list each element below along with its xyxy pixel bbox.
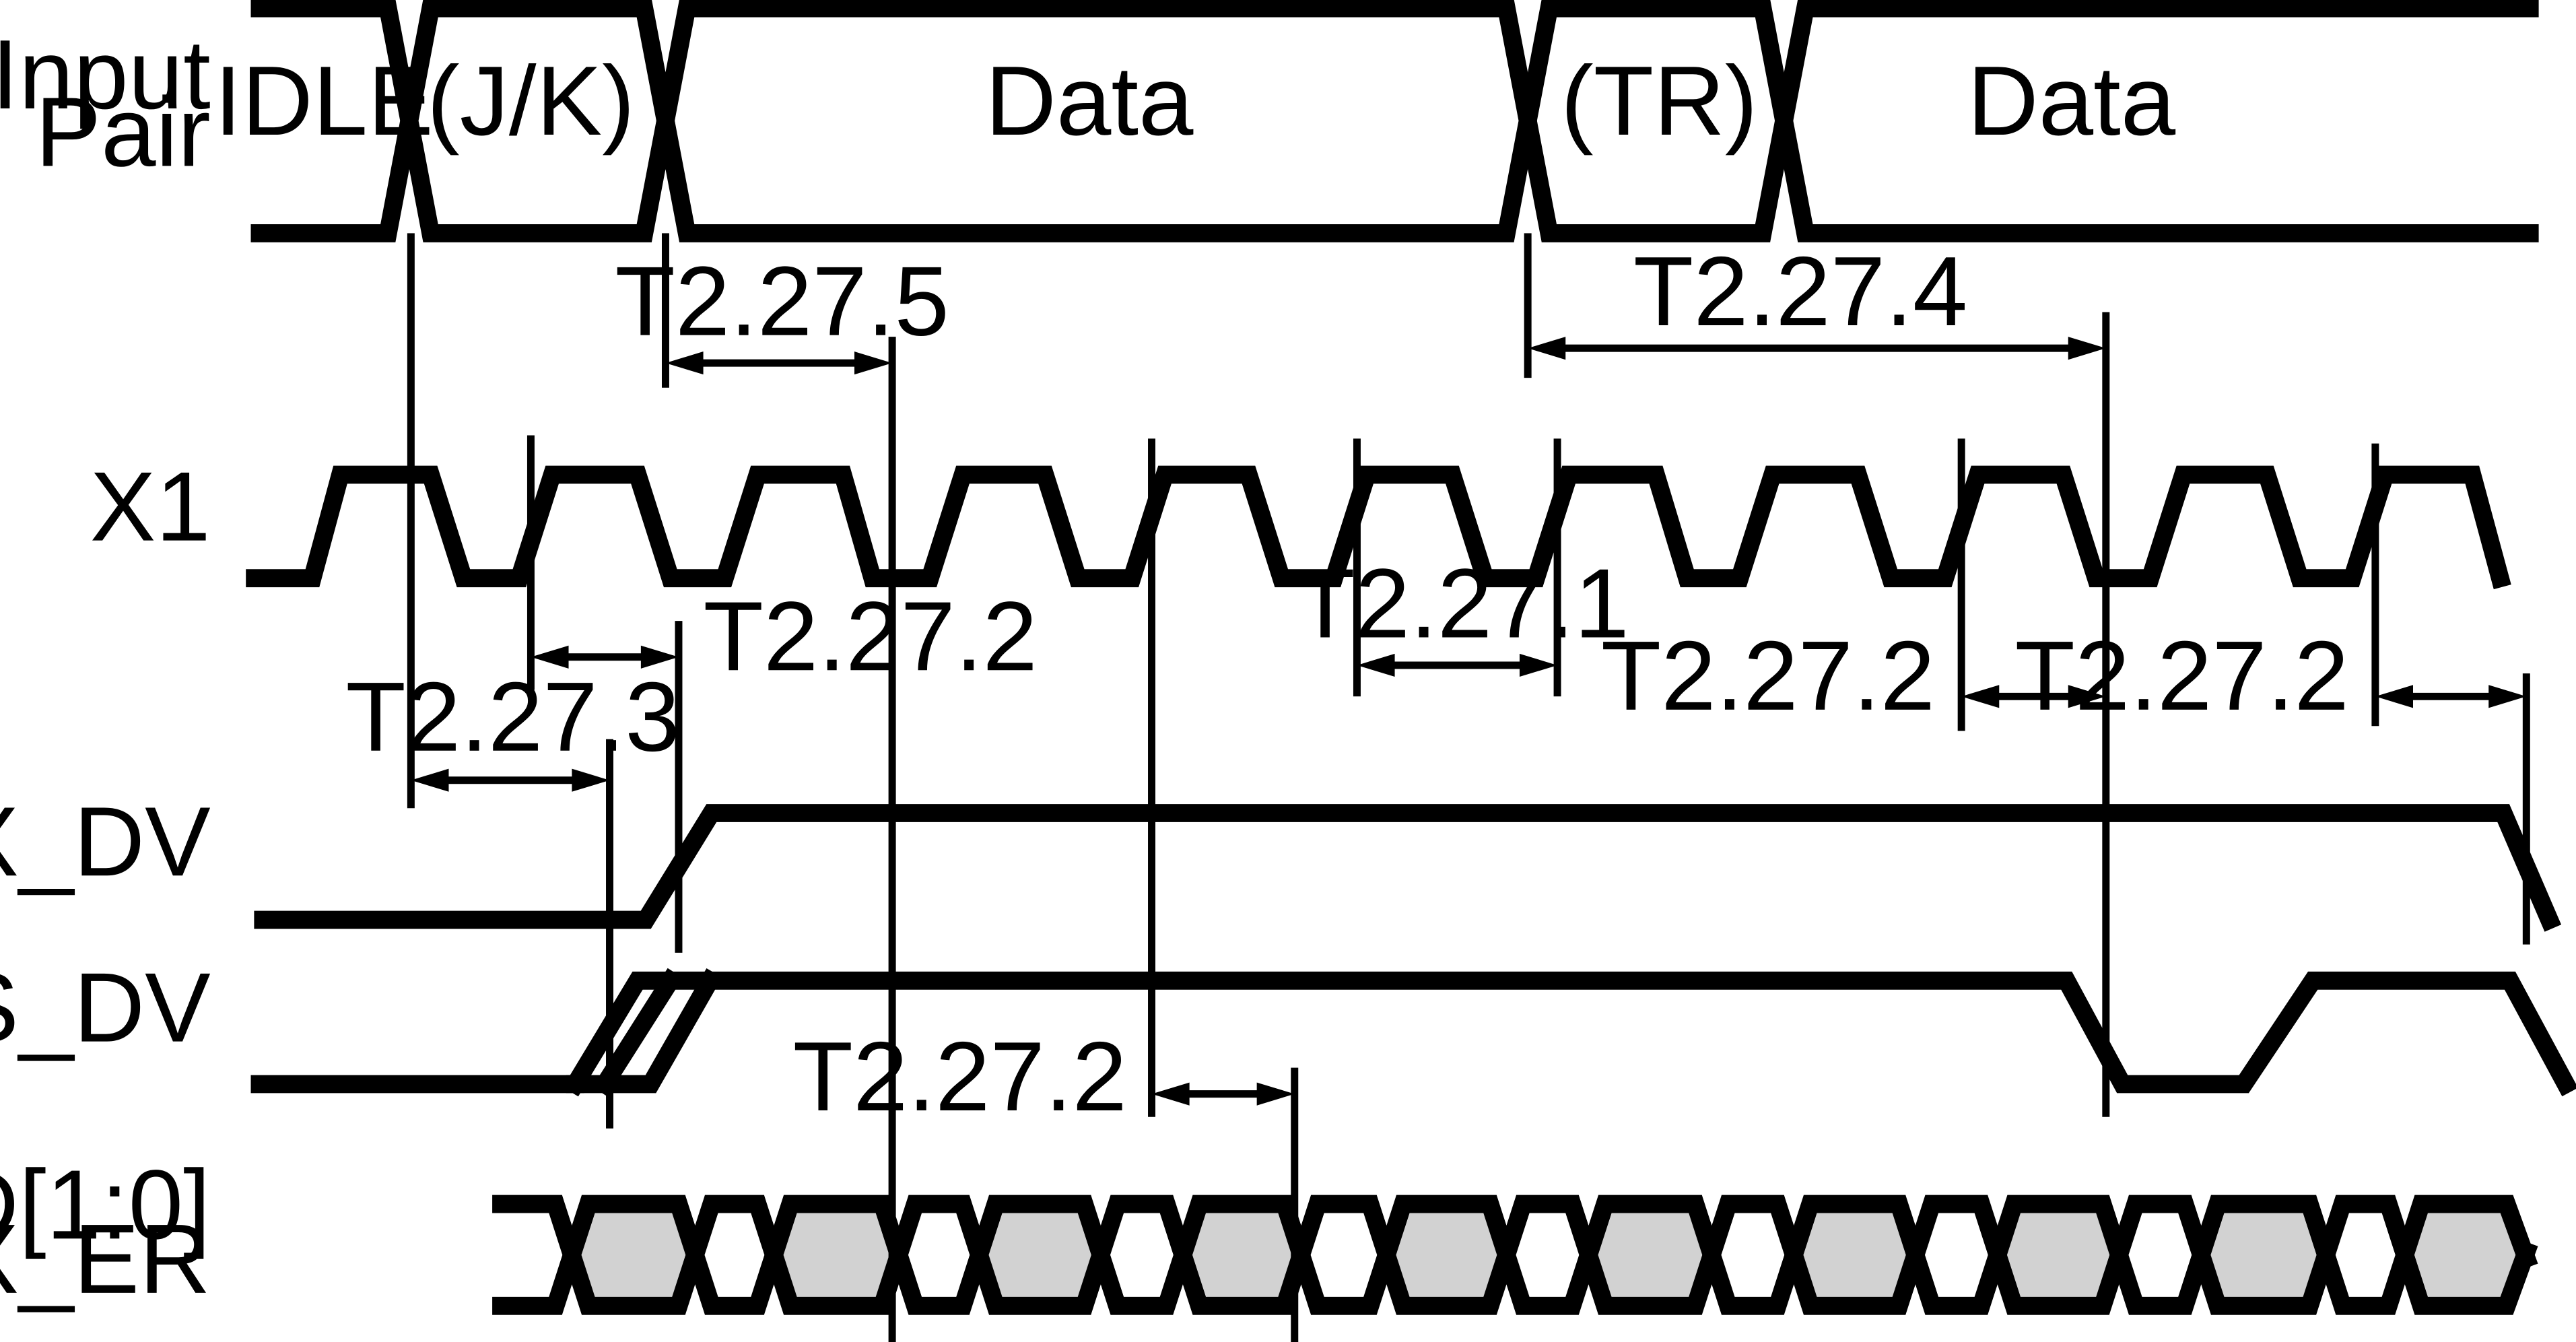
phase-jk: (J/K): [427, 46, 635, 156]
timing-label-t2-27-4: T2.27.4: [1633, 237, 1967, 347]
signal-labels: PMD Input Pair X1 RX_DV CRS_DV RXD[1:0] …: [0, 20, 211, 1314]
rxd-shaded-cells: [572, 1204, 2523, 1306]
timing-label-t2-27-3: T2.27.3: [345, 663, 679, 772]
timing-label-t2-27-5: T2.27.5: [615, 247, 949, 357]
arrow-t2-27-2-d: [1151, 1082, 1295, 1106]
label-x1: X1: [90, 452, 211, 562]
label-pmd-input: PMD Input: [0, 20, 211, 130]
arrow-t2-27-3: [411, 768, 610, 792]
pmd-input-bus: [250, 0, 2539, 242]
arrow-t2-27-2-c: [2375, 685, 2527, 708]
timing-label-t2-27-2-d: T2.27.2: [793, 1022, 1127, 1132]
timing-label-t2-27-2-a: T2.27.2: [704, 582, 1038, 692]
rxd-bus: [492, 1195, 2538, 1315]
label-rxd: RXD[1:0]: [0, 1150, 211, 1260]
label-rx-dv: RX_DV: [0, 787, 211, 897]
phase-tr: (TR): [1561, 46, 1758, 156]
arrow-t2-27-2-a: [531, 645, 679, 669]
timing-label-t2-27-1: T2.27.1: [1295, 549, 1629, 659]
phase-data-1: Data: [985, 46, 1194, 156]
phase-idle: IDLE: [214, 46, 433, 156]
label-crs-dv: CRS_DV: [0, 953, 211, 1063]
phase-data-2: Data: [1967, 46, 2176, 156]
arrow-t2-27-4: [1528, 337, 2106, 360]
x1-clock-waveform: [246, 465, 2511, 590]
label-pmd-pair: Pair: [35, 77, 210, 187]
pmd-phase-labels: IDLE (J/K) Data (TR) Data: [214, 46, 2175, 156]
reference-lines: [407, 233, 2530, 1342]
crs-dv-waveform: [250, 968, 2576, 1097]
arrow-t2-27-2-b: [1961, 685, 2106, 708]
timing-label-t2-27-2-b: T2.27.2: [1601, 622, 1935, 731]
timing-arrows: [411, 337, 2527, 1106]
arrow-t2-27-1: [1357, 653, 1558, 677]
arrow-t2-27-5: [665, 351, 893, 375]
timing-labels: T2.27.5 T2.27.4 T2.27.2 T2.27.1 T2.27.2 …: [345, 237, 2348, 1132]
rx-dv-waveform: [254, 804, 2562, 932]
timing-label-t2-27-2-c: T2.27.2: [2015, 622, 2349, 731]
label-rx-er: RX_ER: [0, 1205, 211, 1314]
